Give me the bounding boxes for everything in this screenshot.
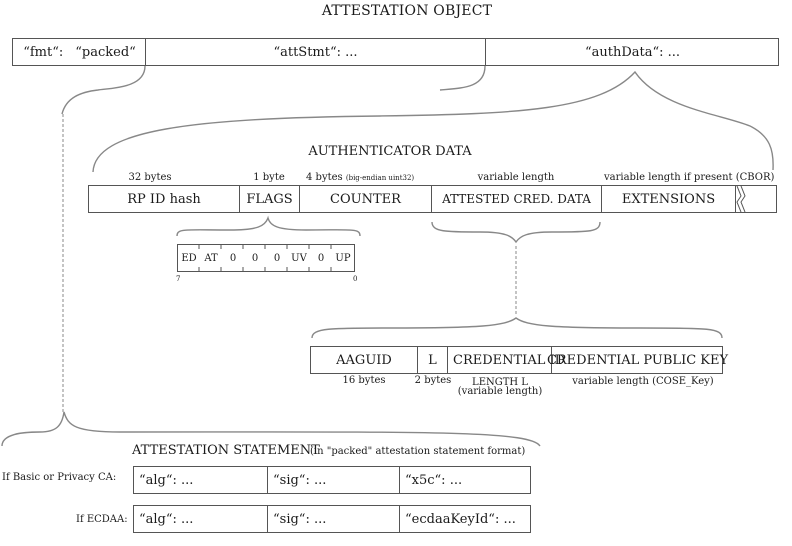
flags-bits-row: ED AT 0 0 0 UV 0 UP — [177, 244, 355, 272]
attested-brace — [431, 221, 601, 244]
authdata-brace — [92, 70, 774, 173]
credential-brace — [311, 317, 723, 339]
flag-bit: AT — [204, 252, 218, 264]
page-title: ATTESTATION OBJECT — [321, 3, 493, 19]
extensions-cell: EXTENSIONS — [601, 186, 735, 212]
flags-lsb-label: 0 — [353, 275, 358, 283]
authdata-cell: “authData“: ... — [485, 39, 779, 65]
fmt-key: “fmt“: — [23, 44, 64, 60]
flags-brace — [176, 215, 361, 237]
flags-msb-label: 7 — [176, 275, 181, 283]
fmt-cell: “fmt“: “packed“ — [13, 39, 146, 65]
alg-cell: “alg“: ... — [139, 472, 194, 488]
extensions-break — [735, 186, 777, 212]
counter-size: 4 bytes (big-endian uint32) — [306, 172, 446, 183]
fmt-brace — [61, 65, 146, 115]
attstmt-cell: “attStmt“: ... — [145, 39, 485, 65]
attested-size: variable length — [477, 172, 555, 183]
flag-bit: 0 — [251, 252, 259, 264]
ecdaa-key-id-cell: “ecdaaKeyId“: ... — [399, 506, 531, 532]
credential-id-cell: CREDENTIAL ID — [447, 347, 565, 373]
aaguid-size: 16 bytes — [342, 375, 386, 386]
length-size: 2 bytes — [414, 375, 452, 386]
flag-bit: UP — [335, 252, 351, 264]
bit-tick-marks — [198, 244, 332, 272]
credential-id-size-line1: LENGTH L — [472, 377, 528, 388]
break-mark-icon — [736, 186, 746, 212]
flag-bit: 0 — [317, 252, 325, 264]
credential-id-size: LENGTH L (variable length) — [448, 377, 552, 397]
fmt-value: “packed“ — [75, 44, 136, 60]
statement-row-ecdaa: “alg“: ... “sig“: ... “ecdaaKeyId“: ... — [133, 505, 531, 533]
aaguid-cell: AAGUID — [336, 352, 392, 368]
attestation-statement-subtitle: (in "packed" attestation statement forma… — [310, 446, 526, 457]
row-label-basic: If Basic or Privacy CA: — [2, 472, 117, 483]
flag-bit: 0 — [229, 252, 237, 264]
flag-bit: ED — [181, 252, 197, 264]
row-label-ecdaa: If ECDAA: — [76, 514, 128, 525]
statement-brace — [1, 411, 541, 447]
public-key-size: variable length (COSE_Key) — [572, 376, 714, 387]
authenticator-data-title: AUTHENTICATOR DATA — [308, 144, 472, 159]
attested-credential-row: AAGUID L CREDENTIAL ID CREDENTIAL PUBLIC… — [310, 346, 728, 374]
sig-cell: “sig“: ... — [267, 506, 399, 532]
length-cell: L — [417, 347, 447, 373]
attestation-statement-title: ATTESTATION STATEMENT — [132, 443, 320, 458]
rpid-size: 32 bytes — [128, 172, 172, 183]
credential-id-size-line2: (variable length) — [457, 386, 543, 397]
counter-size-main: 4 bytes — [306, 172, 343, 183]
attstmt-brace — [439, 65, 486, 91]
extensions-size: variable length if present (CBOR) — [604, 172, 775, 183]
counter-size-note: (big-endian uint32) — [345, 174, 415, 182]
alg-cell: “alg“: ... — [139, 511, 194, 527]
statement-row-basic: “alg“: ... “sig“: ... “x5c“: ... — [133, 466, 531, 494]
flags-cell: FLAGS — [239, 186, 299, 212]
rpid-hash-cell: RP ID hash — [127, 191, 201, 207]
authenticator-data-row: RP ID hash FLAGS COUNTER ATTESTED CRED. … — [88, 185, 777, 213]
counter-cell: COUNTER — [299, 186, 431, 212]
credential-public-key-cell: CREDENTIAL PUBLIC KEY — [547, 347, 728, 373]
attested-cred-data-cell: ATTESTED CRED. DATA — [431, 186, 601, 212]
flag-bit: 0 — [273, 252, 281, 264]
attestation-object-row: “fmt“: “packed“ “attStmt“: ... “authData… — [12, 38, 779, 66]
flag-bit: UV — [291, 252, 307, 264]
flags-size: 1 byte — [253, 172, 285, 183]
sig-cell: “sig“: ... — [267, 467, 399, 493]
x5c-cell: “x5c“: ... — [399, 467, 531, 493]
